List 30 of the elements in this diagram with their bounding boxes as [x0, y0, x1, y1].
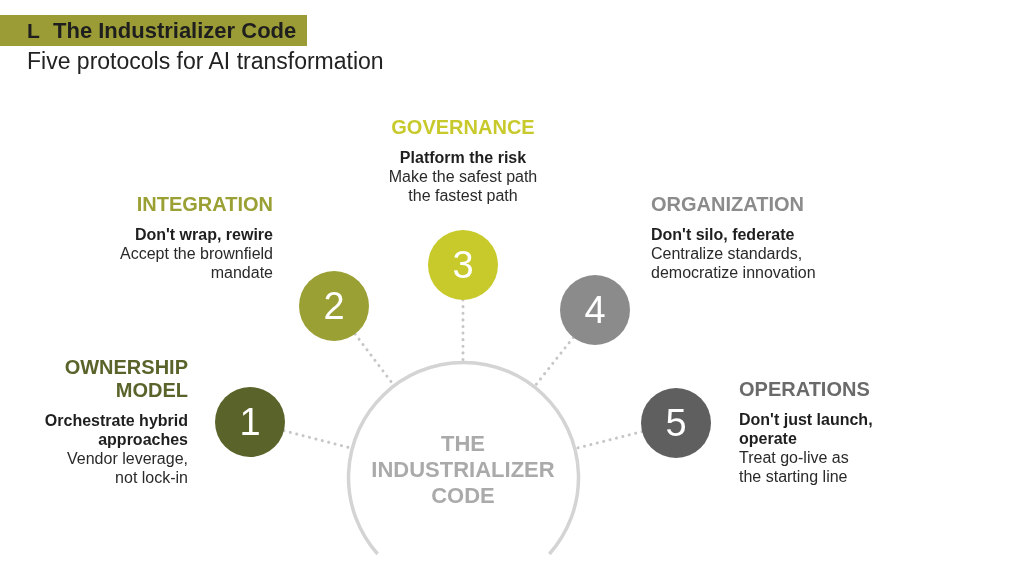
step-number: 3: [452, 245, 474, 285]
protocol-heading: OPERATIONS: [739, 378, 870, 401]
subtitle: Five protocols for AI transformation: [27, 48, 384, 75]
dotted-connector: [574, 430, 644, 450]
protocol-description: Vendor leverage, not lock-in: [66, 449, 188, 487]
protocol-heading: INTEGRATION: [136, 193, 273, 216]
step-number: 1: [239, 402, 261, 442]
protocol-tagline: Don't wrap, rewire: [134, 225, 273, 244]
hub-arc: [344, 358, 582, 557]
section-letter: L: [27, 18, 40, 44]
protocol-tagline: Don't silo, federate: [651, 225, 795, 244]
protocol-tagline: Platform the risk: [399, 148, 527, 167]
dotted-connector: [282, 429, 352, 450]
title: The Industrializer Code: [53, 17, 297, 45]
dotted-connector: [353, 332, 395, 386]
step-number: 4: [584, 290, 606, 330]
protocol-heading: GOVERNANCE: [391, 116, 535, 139]
step-number: 2: [323, 286, 345, 326]
step-number: 5: [665, 403, 687, 443]
dotted-connector: [533, 335, 575, 387]
protocol-tagline: Don't just launch, operate: [739, 410, 874, 448]
protocol-description: Treat go-live as the starting line: [739, 448, 850, 486]
dotted-connector: [461, 298, 465, 362]
protocol-description: Accept the brownfield mandate: [119, 244, 273, 282]
protocol-tagline: Orchestrate hybrid approaches: [43, 411, 188, 449]
protocol-heading: OWNERSHIP MODEL: [63, 356, 188, 402]
protocol-description: Centralize standards, democratize innovation: [651, 244, 817, 282]
hub-title: THE INDUSTRIALIZER CODE: [370, 430, 556, 509]
protocol-heading: ORGANIZATION: [651, 193, 804, 216]
protocol-description: Make the safest path the fastest path: [387, 167, 539, 205]
